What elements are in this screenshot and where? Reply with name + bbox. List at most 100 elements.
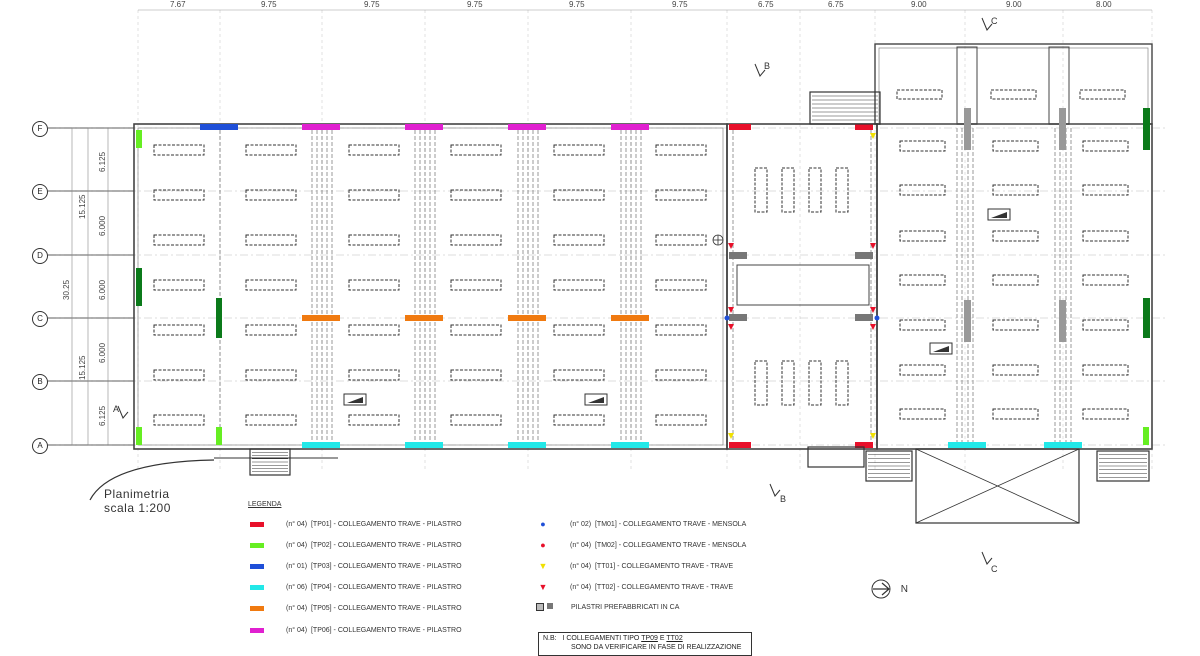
legend-desc: COLLEGAMENTO TRAVE - PILASTRO: [337, 604, 462, 612]
loading-dock-diagonal: [915, 448, 1080, 524]
left-dimension: 6.125: [98, 151, 107, 172]
legend-title: LEGENDA: [248, 501, 282, 508]
connection-tt02: [870, 307, 876, 313]
note-line2: SONO DA VERIFICARE IN FASE DI REALIZZAZI…: [571, 644, 742, 651]
connection-tp01: [729, 442, 751, 448]
skylight: [245, 234, 297, 246]
skylight: [655, 414, 707, 426]
connection-tp04: [1044, 442, 1082, 448]
prefab-column: [964, 108, 971, 150]
legend-desc: COLLEGAMENTO TRAVE - PILASTRO: [337, 626, 462, 634]
legend-count: (n° 04): [286, 626, 308, 634]
top-dimension: 9.75: [364, 0, 380, 9]
connection-tt01: [870, 433, 876, 439]
legend-code: [TP06]: [310, 626, 332, 634]
stair-south-east: [1096, 450, 1150, 482]
connection-tp03: [200, 124, 238, 130]
skylight: [153, 324, 205, 336]
north-arrow: N: [870, 578, 908, 600]
legend-code: [TP05]: [310, 604, 332, 612]
axis-marker-e: E: [32, 184, 48, 200]
skylight: [553, 144, 605, 156]
prefab-column: [729, 252, 747, 259]
legend-count: (n° 04): [570, 541, 592, 549]
legend-code: [TT01]: [594, 562, 616, 570]
legend-symbol: ●: [540, 540, 546, 550]
skylight: [655, 324, 707, 336]
skylight: [808, 360, 822, 406]
skylight: [153, 369, 205, 381]
center-opening: [736, 264, 870, 306]
top-dimension: 9.75: [261, 0, 277, 9]
vent-box-mark: [933, 346, 949, 352]
skylight: [553, 369, 605, 381]
note-box: N.B: I COLLEGAMENTI TIPO TP09 E TT02 SON…: [538, 632, 752, 656]
connection-tp06: [302, 124, 340, 130]
skylight: [153, 279, 205, 291]
skylight: [348, 414, 400, 426]
connection-tp05: [405, 315, 443, 321]
skylight: [655, 369, 707, 381]
skylight: [899, 230, 946, 242]
vent-box-mark: [347, 397, 363, 403]
prefab-column: [964, 300, 971, 342]
vent-box: [343, 393, 367, 406]
skylight: [348, 279, 400, 291]
access-road-curve: [89, 459, 215, 501]
legend-code: [TM02]: [594, 541, 617, 549]
top-dimension: 9.00: [1006, 0, 1022, 9]
top-dimension: 7.67: [170, 0, 186, 9]
skylight: [245, 189, 297, 201]
drawing-scale: scala 1:200: [104, 501, 171, 515]
section-mark-b-bottom: B: [780, 494, 787, 504]
section-mark-c-bottom: C: [991, 564, 998, 574]
top-dimension: 9.75: [467, 0, 483, 9]
legend-swatch: [250, 542, 264, 548]
connection-tt01: [870, 133, 876, 139]
skylight: [450, 414, 502, 426]
skylight: [990, 89, 1037, 100]
prefab-column: [1059, 108, 1066, 150]
legend-count: (n° 02): [570, 520, 592, 528]
building-center-outline: [726, 123, 878, 450]
drawing-title: Planimetria scala 1:200: [104, 487, 171, 515]
prefab-column: [855, 252, 873, 259]
legend-code: [TP01]: [310, 520, 332, 528]
north-arrow-icon: [871, 579, 891, 599]
axis-marker-c: C: [32, 311, 48, 327]
section-cut-b-top: [754, 63, 766, 77]
connection-tt01: [728, 433, 734, 439]
legend-item-tt02: ▼ (n° 04) [TT02] - COLLEGAMENTO TRAVE - …: [538, 582, 734, 592]
legend-swatch: [250, 605, 264, 611]
connection-tp07: [216, 298, 222, 338]
skylight: [348, 189, 400, 201]
prefab-column-icon: [536, 603, 553, 611]
left-dimension: 6.125: [98, 405, 107, 426]
skylight: [245, 144, 297, 156]
skylight: [348, 324, 400, 336]
building-east-annex-inner: [878, 47, 1149, 125]
skylight: [754, 360, 768, 406]
connection-tm01: [724, 315, 730, 321]
skylight: [348, 234, 400, 246]
legend-symbol: ●: [540, 519, 546, 529]
skylight: [992, 274, 1039, 286]
legend-desc: COLLEGAMENTO TRAVE - PILASTRO: [337, 520, 462, 528]
skylight: [553, 279, 605, 291]
drawing-title-line1: Planimetria: [104, 487, 170, 501]
skylight: [754, 167, 768, 213]
legend-code: [TT02]: [594, 583, 616, 591]
skylight: [245, 279, 297, 291]
skylight: [781, 167, 795, 213]
legend-item-tp06: (n° 04) [TP06] - COLLEGAMENTO TRAVE - PI…: [250, 625, 462, 635]
skylight: [153, 414, 205, 426]
axis-marker-d: D: [32, 248, 48, 264]
loading-dock: [915, 448, 1080, 524]
stair-south-center: [865, 450, 913, 482]
connection-tp01: [855, 442, 873, 448]
legend-desc: PILASTRI PREFABBRICATI IN CA: [571, 603, 680, 611]
vent-box-mark: [991, 212, 1007, 218]
skylight: [992, 184, 1039, 196]
skylight: [992, 408, 1039, 420]
stair-south-west: [249, 448, 291, 476]
